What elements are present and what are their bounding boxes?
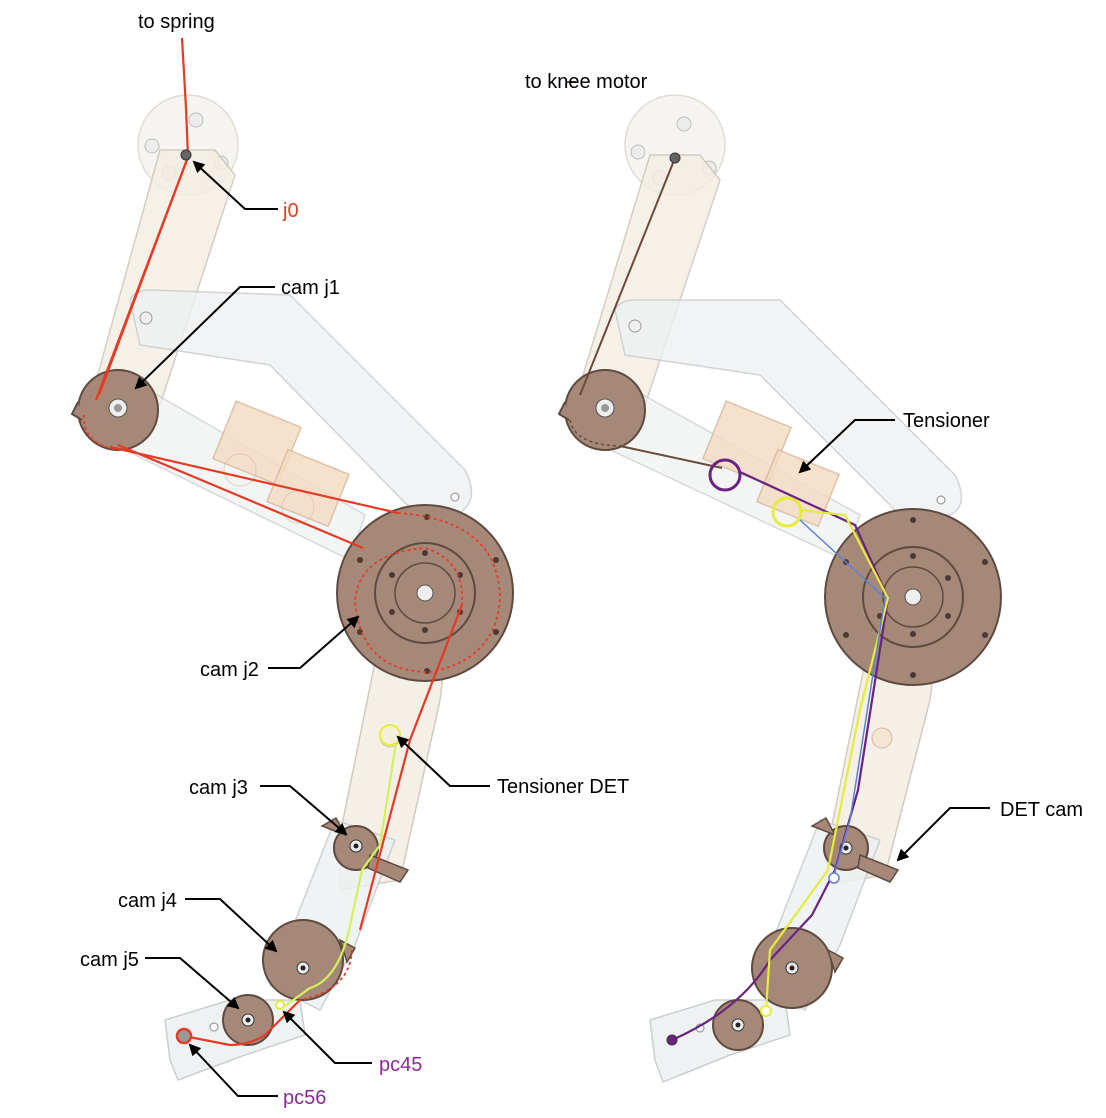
cam-j2-shape-right — [824, 508, 1002, 686]
leader-cam-j5 — [145, 957, 240, 1010]
upper-link-left — [94, 149, 236, 406]
left-mechanism — [70, 37, 514, 1081]
red-cable-shin — [358, 604, 464, 931]
leader-cam-j4 — [185, 898, 278, 953]
leader-j0 — [192, 160, 278, 210]
cam-j2-shape — [336, 504, 514, 682]
pc45-point — [275, 1000, 285, 1010]
cam-j1-shape-right — [557, 369, 646, 451]
leader-pc56 — [188, 1043, 278, 1097]
label-cam-j3: cam j3 — [189, 777, 248, 799]
label-tensioner: Tensioner — [903, 410, 990, 432]
leader-tensioner — [798, 419, 895, 474]
blue-cable — [799, 519, 886, 876]
label-j0: j0 — [282, 200, 299, 222]
pc56-point — [175, 1027, 193, 1045]
label-tensioner-det: Tensioner DET — [497, 776, 629, 798]
cam-j5-shape-right — [712, 999, 764, 1051]
label-cam-j4: cam j4 — [118, 890, 177, 912]
cables-left — [83, 37, 501, 1047]
pivot-hole-left — [139, 311, 153, 325]
tensioner-pulley — [708, 458, 742, 492]
brown-cable — [567, 81, 723, 469]
leader-cam-j1 — [134, 286, 275, 390]
label-pc56: pc56 — [283, 1087, 326, 1109]
upper-link-right — [579, 154, 721, 406]
leader-cam-j3 — [260, 785, 348, 836]
yellow-cable-right — [764, 508, 890, 1011]
leader-pc45 — [282, 1010, 372, 1064]
red-dotted-j2 — [354, 512, 501, 673]
right-mechanism — [557, 81, 1002, 1083]
leader-cam-j2 — [268, 615, 360, 669]
label-cam-j1: cam j1 — [281, 277, 340, 299]
label-to-knee-motor: to knee motor — [525, 71, 648, 93]
yellow-cable-left — [284, 742, 398, 1007]
label-to-spring: to spring — [138, 11, 215, 33]
leader-tensioner-det — [396, 735, 490, 787]
red-cable-main — [97, 156, 399, 550]
red-dotted-j1 — [83, 414, 121, 451]
det-pulley — [771, 496, 803, 528]
brown-dotted-j1 — [569, 419, 621, 447]
thigh-link-right — [614, 299, 963, 521]
label-det-cam: DET cam — [1000, 799, 1083, 821]
red-cable-foot — [183, 999, 301, 1047]
label-pc45: pc45 — [379, 1054, 422, 1076]
label-cam-j2: cam j2 — [200, 659, 259, 681]
j0-point — [180, 149, 192, 161]
tensioner-det-pulley — [379, 724, 401, 746]
cables-right — [567, 81, 890, 1046]
label-cam-j5: cam j5 — [80, 949, 139, 971]
annotations: to spring j0 cam j1 cam j2 cam j3 Tensio… — [80, 11, 1083, 1109]
leader-det-cam — [896, 807, 990, 862]
red-dotted-j4 — [299, 949, 353, 1001]
cam-j1-shape — [70, 369, 159, 451]
